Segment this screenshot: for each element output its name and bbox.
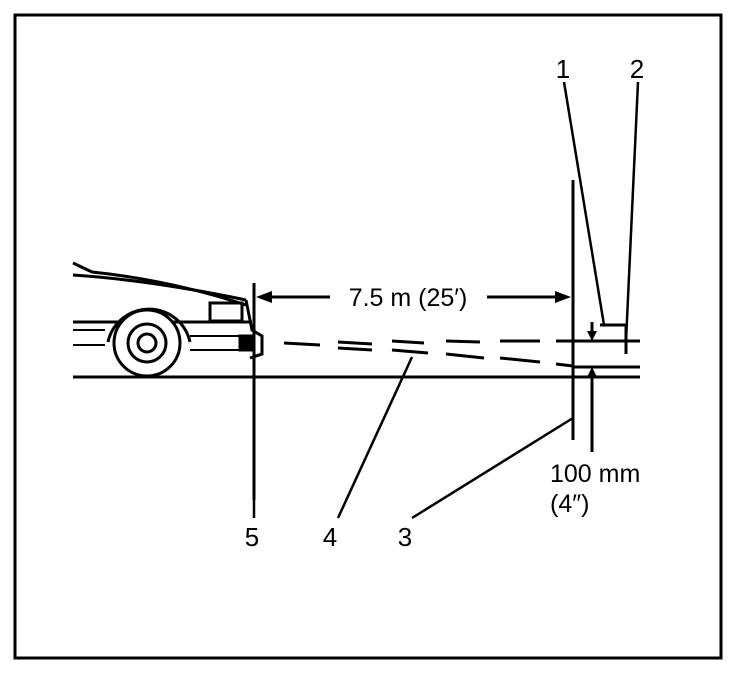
- callout-1: 1: [556, 54, 570, 84]
- callout-3: 3: [398, 522, 412, 552]
- leader-lines: [252, 81, 640, 520]
- vehicle-front: [72, 261, 264, 378]
- callout-2: 2: [630, 54, 644, 84]
- distance-label: 7.5 m (25′): [349, 284, 468, 312]
- callout-4: 4: [323, 522, 337, 552]
- callout-5: 5: [245, 522, 259, 552]
- distance-dimension: 7.5 m (25′): [256, 284, 571, 312]
- drop-label-imperial: (4″): [550, 490, 589, 518]
- drop-label-metric: 100 mm: [550, 460, 640, 488]
- drop-dimension: 100 mm (4″): [550, 322, 640, 518]
- beam-dashes: [283, 339, 574, 368]
